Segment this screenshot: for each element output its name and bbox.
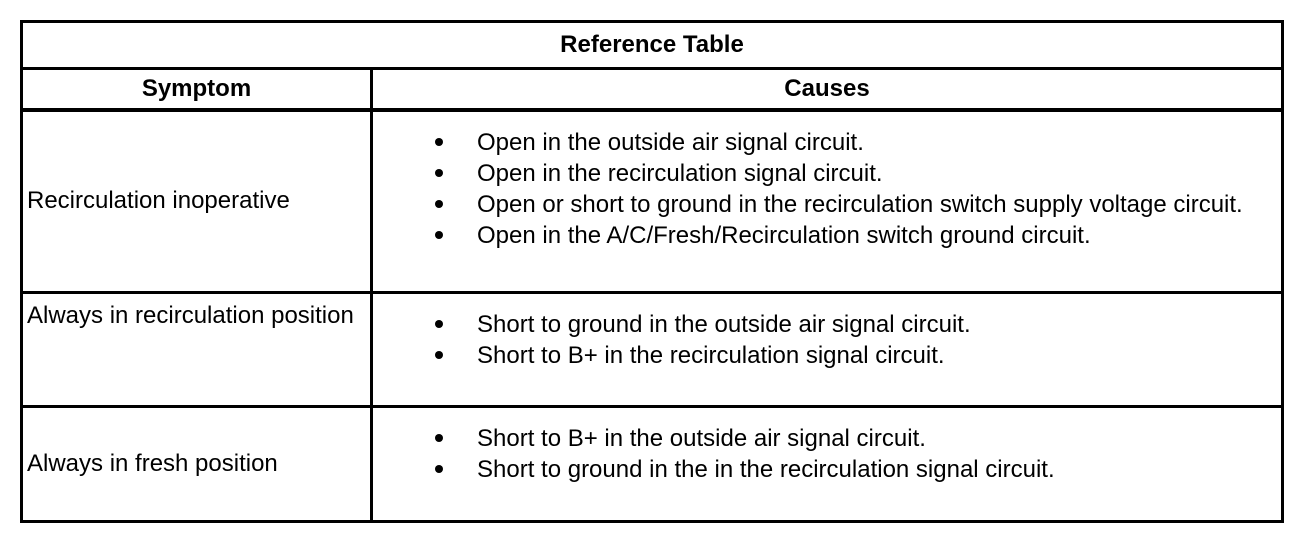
table-row: Always in fresh position Short to B+ in … (20, 404, 1284, 523)
column-header-causes: Causes (370, 67, 1284, 112)
cause-item: Open in the outside air signal circuit. (375, 128, 1278, 157)
cause-item: Open or short to ground in the recircula… (375, 190, 1278, 219)
table-row: Always in recirculation position Short t… (20, 290, 1284, 408)
symptom-recirculation-inoperative: Recirculation inoperative (20, 108, 373, 294)
table-row: Recirculation inoperative Open in the ou… (20, 108, 1284, 294)
cause-item: Open in the recirculation signal circuit… (375, 159, 1278, 188)
table-title: Reference Table (20, 20, 1284, 70)
symptom-always-fresh: Always in fresh position (20, 404, 373, 523)
header-row: Symptom Causes (20, 67, 1284, 112)
cause-item: Short to B+ in the recirculation signal … (375, 341, 1278, 370)
causes-cell: Short to ground in the outside air signa… (370, 290, 1284, 408)
causes-cell: Short to B+ in the outside air signal ci… (370, 404, 1284, 523)
cause-item: Short to ground in the in the recirculat… (375, 455, 1278, 484)
cause-item: Short to ground in the outside air signa… (375, 310, 1278, 339)
reference-table: Reference Table Symptom Causes Recircula… (20, 20, 1284, 523)
cause-item: Short to B+ in the outside air signal ci… (375, 424, 1278, 453)
title-row: Reference Table (20, 20, 1284, 70)
causes-list: Open in the outside air signal circuit. … (375, 128, 1278, 250)
column-header-symptom: Symptom (20, 67, 373, 112)
causes-cell: Open in the outside air signal circuit. … (370, 108, 1284, 294)
cause-item: Open in the A/C/Fresh/Recirculation swit… (375, 221, 1278, 250)
symptom-always-recirculation: Always in recirculation position (20, 290, 373, 408)
causes-list: Short to B+ in the outside air signal ci… (375, 424, 1278, 484)
causes-list: Short to ground in the outside air signa… (375, 310, 1278, 370)
